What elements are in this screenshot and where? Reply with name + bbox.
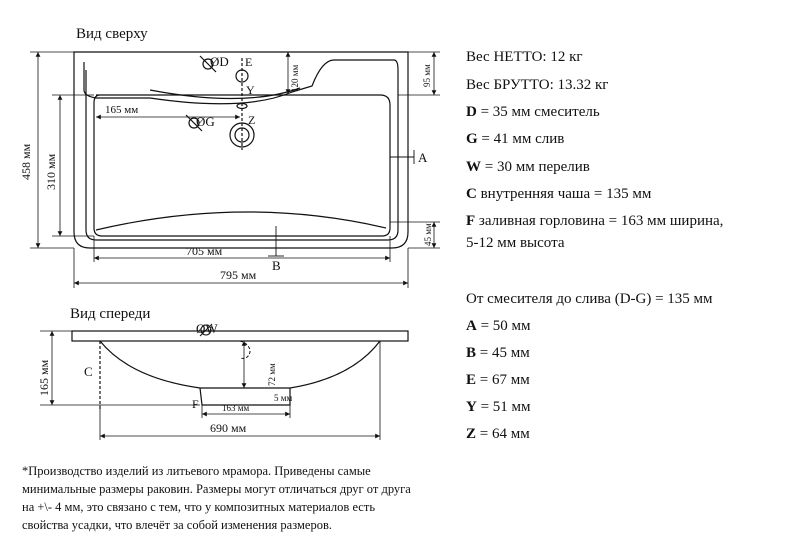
- dim-5-label: 5 мм: [274, 393, 292, 403]
- spec-d-key: D: [466, 104, 477, 120]
- spec-net-weight: Вес НЕТТО: 12 кг: [466, 49, 583, 65]
- footnote-line-3: на +\- 4 мм, это связано с тем, что у ко…: [22, 500, 376, 514]
- spec-c-text: внутренняя чаша = 135 мм: [476, 186, 652, 202]
- footnote-line-2: минимальные размеры раковин. Размеры мог…: [22, 482, 411, 496]
- spec-z-key: Z: [466, 426, 477, 442]
- spec-f-text: заливная горловина = 163 мм ширина,: [475, 213, 724, 229]
- spec-f-height: 5-12 мм высота: [466, 235, 565, 251]
- top-view-holes: [185, 55, 255, 150]
- spec-b-key: B: [466, 345, 477, 361]
- spec-f: F заливная горловина = 163 мм ширина,: [466, 211, 723, 231]
- spec-a-text: = 50 мм: [476, 318, 531, 334]
- g-label: ØG: [196, 114, 215, 129]
- footnote-line-1: *Производство изделий из литьевого мрамо…: [22, 464, 371, 478]
- spec-y: Y = 51 мм: [466, 397, 531, 417]
- dim-95-label: 95 мм: [422, 64, 432, 87]
- top-view-title: Вид сверху: [76, 26, 148, 42]
- spec-w: W = 30 мм перелив: [466, 157, 590, 177]
- dim-310: [52, 94, 94, 237]
- spec-d: D = 35 мм смеситель: [466, 102, 600, 122]
- spec-e-text: = 67 мм: [476, 372, 530, 388]
- dim-163: [201, 404, 291, 418]
- spec-g-key: G: [466, 131, 478, 147]
- spec-y-text: = 51 мм: [476, 399, 531, 415]
- y-label: Y: [246, 83, 255, 97]
- spec-w-text: = 30 мм перелив: [481, 159, 590, 175]
- spec-z: Z = 64 мм: [466, 424, 530, 444]
- spec-e: E = 67 мм: [466, 370, 530, 390]
- top-view-outline: [73, 51, 409, 249]
- c-label: C: [84, 364, 93, 379]
- spec-c: C внутренняя чаша = 135 мм: [466, 184, 651, 204]
- spec-c-key: C: [466, 186, 477, 202]
- b-marker: [268, 226, 284, 257]
- dim-795-label: 795 мм: [220, 268, 257, 282]
- b-label: B: [272, 258, 281, 273]
- spec-e-key: E: [466, 372, 477, 388]
- front-view-outline: [71, 330, 409, 410]
- spec-a: A = 50 мм: [466, 316, 531, 336]
- spec-g-text: = 41 мм слив: [477, 131, 565, 147]
- spec-g: G = 41 мм слив: [466, 129, 564, 149]
- dim-72-label: 72 мм: [267, 363, 277, 386]
- a-marker: [390, 150, 415, 164]
- spec-z-text: = 64 мм: [476, 426, 530, 442]
- footnote-line-4: свойства усадки, что влечёт за собой изм…: [22, 518, 332, 532]
- dim-165-label: 165 мм: [105, 104, 138, 116]
- dim-45-label: 45 мм: [423, 223, 433, 246]
- dim-120-label: 120 мм: [290, 65, 300, 92]
- spec-dg: От смесителя до слива (D-G) = 135 мм: [466, 291, 713, 307]
- dim-705: [93, 236, 391, 262]
- spec-gross-weight: Вес БРУТТО: 13.32 кг: [466, 77, 609, 93]
- dim-95: [398, 51, 440, 96]
- dim-690: [99, 341, 381, 440]
- spec-b-text: = 45 мм: [476, 345, 530, 361]
- d-label: ØD: [210, 54, 229, 69]
- dim-165-front-label: 165 мм: [37, 359, 51, 396]
- front-view-title: Вид спереди: [70, 306, 150, 322]
- spec-b: B = 45 мм: [466, 343, 530, 363]
- dim-458-label: 458 мм: [19, 143, 33, 180]
- a-label: A: [418, 150, 428, 165]
- spec-a-key: A: [466, 318, 477, 334]
- dim-458: [30, 51, 74, 249]
- dim-163-label: 163 мм: [222, 403, 249, 413]
- spec-f-key: F: [466, 213, 476, 229]
- spec-d-text: = 35 мм смеситель: [476, 104, 600, 120]
- dim-165-front: [40, 330, 200, 406]
- spec-w-key: W: [466, 159, 481, 175]
- spec-y-key: Y: [466, 399, 477, 415]
- dim-690-label: 690 мм: [210, 421, 247, 435]
- z-label: Z: [248, 113, 255, 127]
- dim-795: [73, 248, 409, 288]
- dim-705-label: 705 мм: [186, 244, 223, 258]
- footnote: *Производство изделий из литьевого мрамо…: [22, 462, 492, 534]
- dim-45: [390, 221, 440, 249]
- f-label: F: [192, 397, 199, 411]
- e-label: E: [245, 55, 252, 69]
- dim-310-label: 310 мм: [44, 153, 58, 190]
- w-label: ØW: [196, 321, 218, 336]
